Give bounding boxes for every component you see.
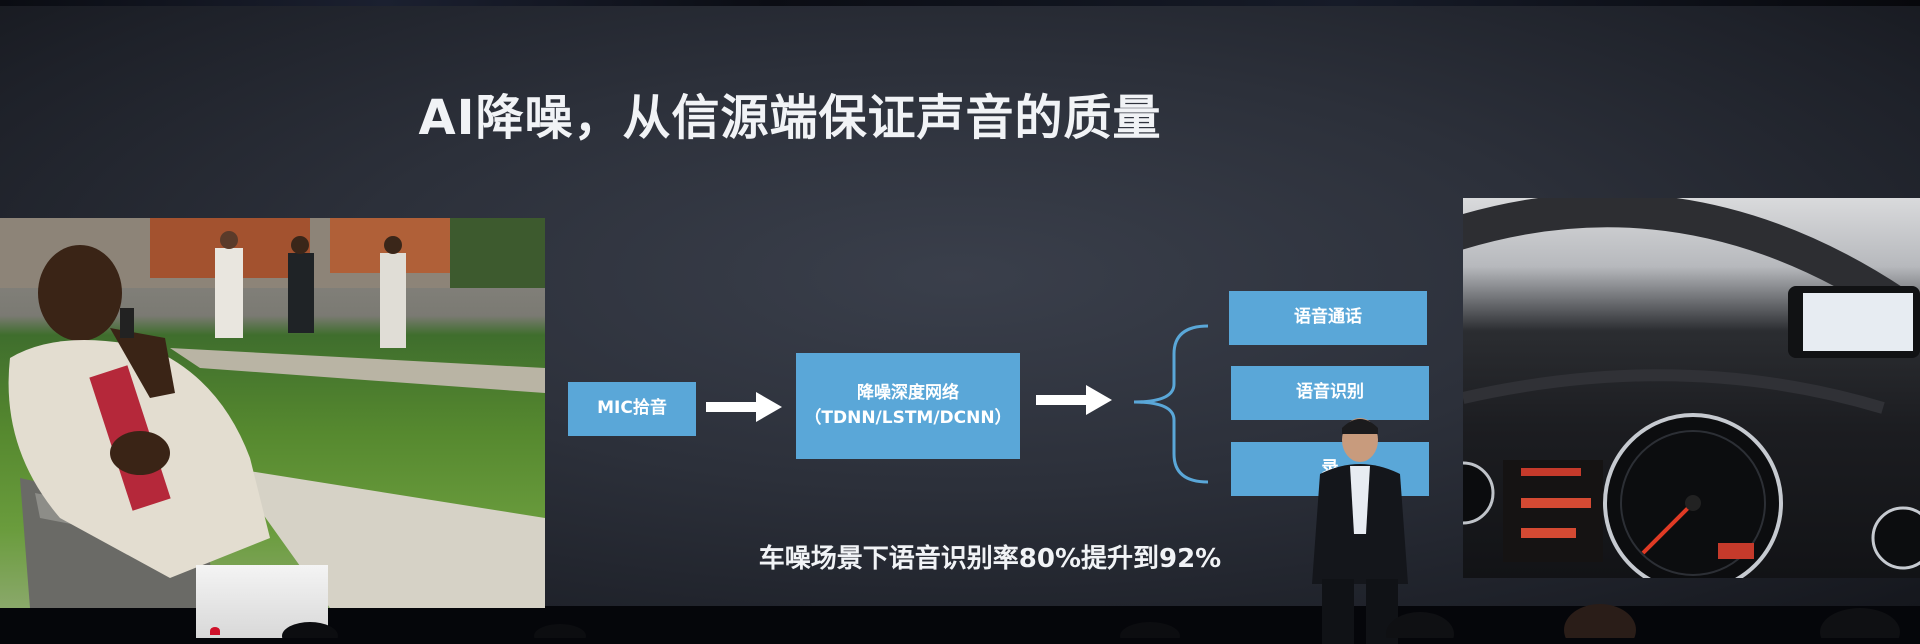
denoise-network-label: 降噪深度网络 [857,382,959,403]
slide-title: AI降噪，从信源端保证声音的质量 [418,90,1162,146]
presenter-figure [1312,418,1408,644]
photo-car-dashboard [1463,198,1920,578]
brand-logo-icon [210,627,220,635]
arrow-right-icon [706,392,782,422]
output-voice-call-box: 语音通话 [1229,291,1427,345]
arrow-right-icon [1036,385,1112,415]
audience-silhouettes [282,604,1900,638]
output-speech-recognition-label: 语音识别 [1296,382,1364,403]
denoise-network-models: （TDNN/LSTM/DCNN） [804,408,1012,428]
output-speech-recognition-box: 语音识别 [1231,366,1429,420]
photo-man-on-phone [0,218,545,608]
brace-icon [1133,324,1209,484]
slide-caption: 车噪场景下语音识别率80%提升到92% [758,544,1222,574]
projection-screen: AI降噪，从信源端保证声音的质量 [0,6,1920,644]
output-voice-call-label: 语音通话 [1294,307,1362,328]
mic-input-label: MIC拾音 [597,398,667,419]
mic-input-box: MIC拾音 [568,382,696,436]
denoise-network-box: 降噪深度网络 （TDNN/LSTM/DCNN） [796,353,1020,459]
